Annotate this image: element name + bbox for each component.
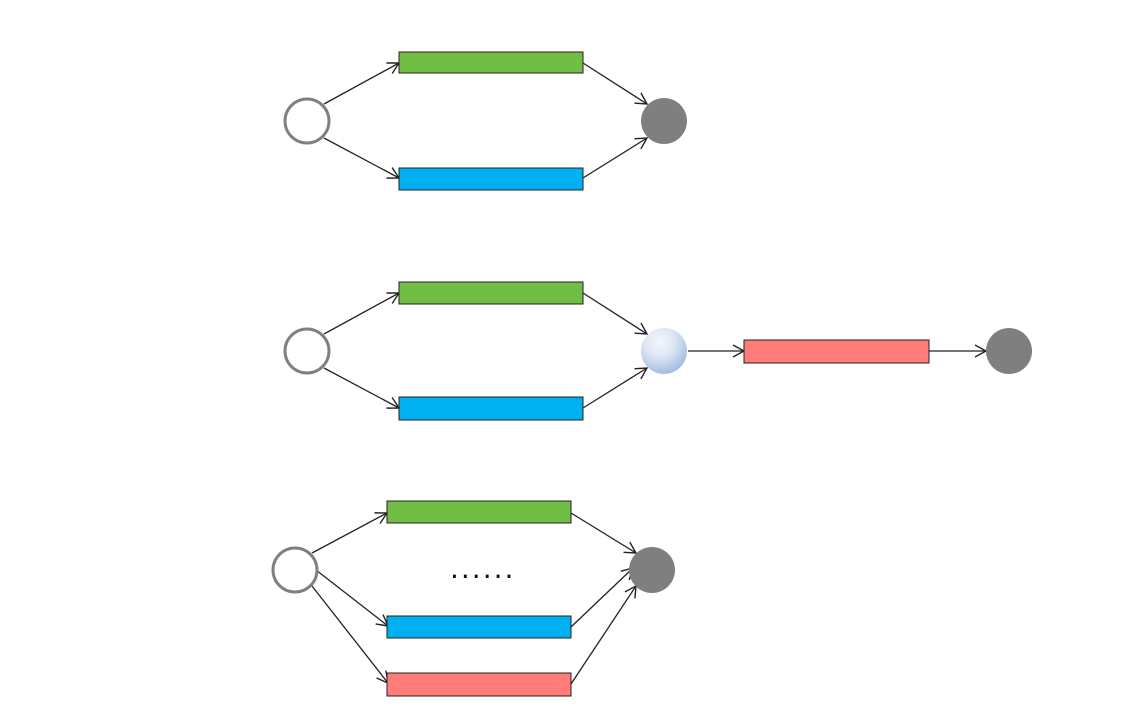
start-node[interactable] — [271, 546, 319, 594]
task-bar-green[interactable] — [398, 51, 584, 74]
join-node[interactable] — [641, 98, 687, 144]
task-bar-red[interactable] — [386, 672, 572, 697]
edge-start-to-blue — [323, 367, 401, 409]
edge-green-to-merge — [582, 292, 649, 335]
start-node[interactable] — [283, 327, 331, 375]
task-bar-green[interactable] — [386, 500, 572, 524]
task-bar-blue[interactable] — [386, 615, 572, 639]
edge-start-to-blue — [315, 569, 390, 627]
end-node[interactable] — [986, 328, 1032, 374]
task-bar-green[interactable] — [398, 281, 584, 305]
edge-blue-to-merge — [582, 367, 649, 409]
edge-blue-to-join — [582, 137, 649, 179]
edge-green-to-join — [582, 62, 649, 105]
task-bar-blue[interactable] — [398, 167, 584, 191]
edge-start-to-green — [311, 512, 389, 554]
start-node[interactable] — [283, 97, 331, 145]
edge-start-to-green — [323, 292, 401, 335]
merge-node[interactable] — [641, 328, 687, 374]
join-node[interactable] — [629, 547, 675, 593]
edge-start-to-red — [311, 585, 389, 685]
diagram-parallel-join — [283, 51, 687, 191]
edge-red-to-join — [570, 584, 637, 685]
edge-green-to-join — [570, 512, 638, 554]
edge-start-to-green — [323, 62, 401, 105]
task-bar-blue[interactable] — [398, 396, 584, 421]
diagram-parallel-join-then-sequential — [283, 281, 1032, 421]
edge-blue-to-join — [570, 566, 635, 628]
ellipsis-more-branches: ...... — [450, 552, 515, 585]
task-bar-red[interactable] — [743, 339, 930, 364]
edge-start-to-blue — [323, 137, 401, 179]
diagram-n-way-parallel-join: ...... — [271, 500, 675, 697]
